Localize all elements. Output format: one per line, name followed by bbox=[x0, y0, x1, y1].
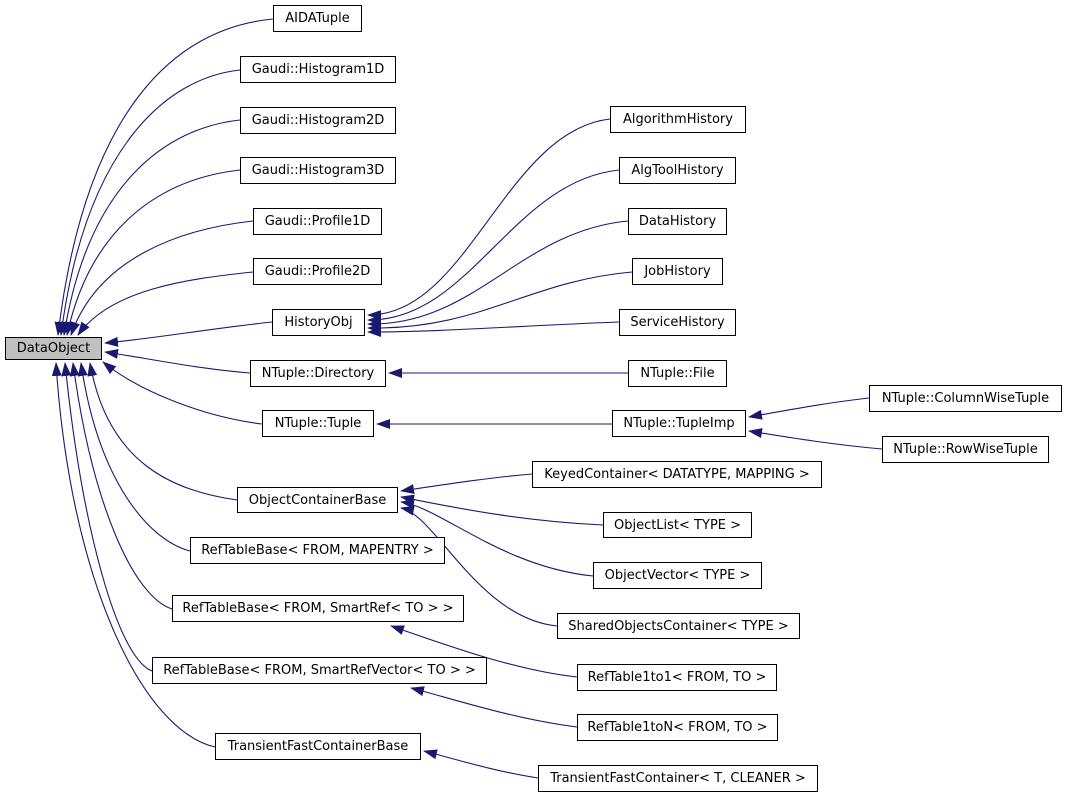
edge-historyobj-dataobject bbox=[104, 321, 273, 347]
node-objectvector[interactable]: ObjectVector< TYPE > bbox=[593, 562, 762, 589]
edge-algorithmhistory-historyobj bbox=[367, 118, 611, 321]
edge-datahistory-historyobj bbox=[367, 220, 629, 330]
node-reftablebase-smartref[interactable]: RefTableBase< FROM, SmartRef< TO > > bbox=[172, 595, 464, 622]
node-ntuple-rowwisetuple[interactable]: NTuple::RowWiseTuple bbox=[882, 436, 1049, 463]
edge-aidatuple-dataobject bbox=[54, 18, 274, 336]
node-gaudi-histogram2d[interactable]: Gaudi::Histogram2D bbox=[240, 107, 396, 134]
edge-ntupletuple-dataobject bbox=[102, 361, 263, 425]
node-reftable1ton[interactable]: RefTable1toN< FROM, TO > bbox=[577, 714, 778, 741]
edge-jobhistory-historyobj bbox=[367, 271, 633, 334]
node-sharedobjectscontainer[interactable]: SharedObjectsContainer< TYPE > bbox=[557, 613, 800, 639]
edge-algtoolhistory-historyobj bbox=[367, 169, 620, 326]
edge-transientfastcontainer-transientfastcontainerbase bbox=[423, 749, 539, 779]
node-transientfastcontainer[interactable]: TransientFastContainer< T, CLEANER > bbox=[538, 765, 818, 792]
edge-histogram1d-dataobject bbox=[57, 69, 241, 336]
node-transientfastcontainerbase[interactable]: TransientFastContainerBase bbox=[215, 733, 421, 760]
edge-objectvector-objectcontainerbase bbox=[400, 498, 594, 577]
node-ntuple-directory[interactable]: NTuple::Directory bbox=[250, 360, 386, 387]
node-aidatuple[interactable]: AIDATuple bbox=[273, 5, 362, 32]
edge-histogram3d-dataobject bbox=[64, 169, 241, 336]
node-objectcontainerbase[interactable]: ObjectContainerBase bbox=[237, 487, 398, 513]
edge-objectcontainerbase-dataobject bbox=[87, 362, 238, 501]
edge-columnwisetuple-tupleimp bbox=[748, 397, 870, 420]
node-gaudi-histogram3d[interactable]: Gaudi::Histogram3D bbox=[240, 157, 396, 184]
node-reftablebase-mapentry[interactable]: RefTableBase< FROM, MAPENTRY > bbox=[190, 537, 445, 564]
edge-reftable1to1-reftablebase-smartref bbox=[390, 625, 578, 678]
node-historyobj[interactable]: HistoryObj bbox=[272, 309, 365, 336]
edge-histogram2d-dataobject bbox=[61, 119, 241, 336]
edge-sharedobjectscontainer-objectcontainerbase bbox=[400, 505, 558, 627]
node-jobhistory[interactable]: JobHistory bbox=[632, 258, 723, 285]
edge-reftablebase-mapentry-dataobject bbox=[77, 362, 191, 552]
edge-keyedcontainer-objectcontainerbase bbox=[400, 473, 533, 495]
edge-transientfastcontainerbase-dataobject bbox=[51, 362, 216, 748]
node-ntuple-tuple[interactable]: NTuple::Tuple bbox=[262, 410, 374, 437]
edge-ntupledirectory-dataobject bbox=[104, 348, 251, 374]
node-objectlist[interactable]: ObjectList< TYPE > bbox=[603, 512, 752, 538]
node-reftablebase-smartrefvector[interactable]: RefTableBase< FROM, SmartRefVector< TO >… bbox=[152, 657, 487, 684]
node-reftable1to1[interactable]: RefTable1to1< FROM, TO > bbox=[577, 664, 777, 691]
node-datahistory[interactable]: DataHistory bbox=[628, 208, 727, 235]
edge-servicehistory-historyobj bbox=[367, 321, 620, 337]
node-ntuple-file[interactable]: NTuple::File bbox=[628, 360, 727, 387]
edge-rowwisetuple-tupleimp bbox=[748, 428, 883, 450]
node-keyedcontainer[interactable]: KeyedContainer< DATATYPE, MAPPING > bbox=[532, 461, 822, 488]
edge-reftablebase-smartrefvector-dataobject bbox=[61, 362, 153, 672]
node-gaudi-profile2d[interactable]: Gaudi::Profile2D bbox=[253, 258, 382, 285]
edge-reftable1ton-reftablebase-smartrefvector bbox=[410, 686, 578, 728]
node-ntuple-tupleimp[interactable]: NTuple::TupleImp bbox=[612, 410, 746, 437]
edge-objectlist-objectcontainerbase bbox=[400, 494, 604, 526]
node-dataobject: DataObject bbox=[5, 337, 102, 360]
node-gaudi-histogram1d[interactable]: Gaudi::Histogram1D bbox=[240, 56, 396, 83]
node-algorithmhistory[interactable]: AlgorithmHistory bbox=[610, 106, 746, 133]
node-algtoolhistory[interactable]: AlgToolHistory bbox=[619, 157, 736, 184]
node-gaudi-profile1d[interactable]: Gaudi::Profile1D bbox=[253, 208, 382, 235]
edge-profile1d-dataobject bbox=[70, 220, 254, 336]
node-ntuple-columnwisetuple[interactable]: NTuple::ColumnWiseTuple bbox=[869, 385, 1062, 412]
node-servicehistory[interactable]: ServiceHistory bbox=[619, 309, 736, 336]
edge-reftablebase-smartref-dataobject bbox=[69, 362, 173, 610]
edge-profile2d-dataobject bbox=[77, 271, 254, 336]
